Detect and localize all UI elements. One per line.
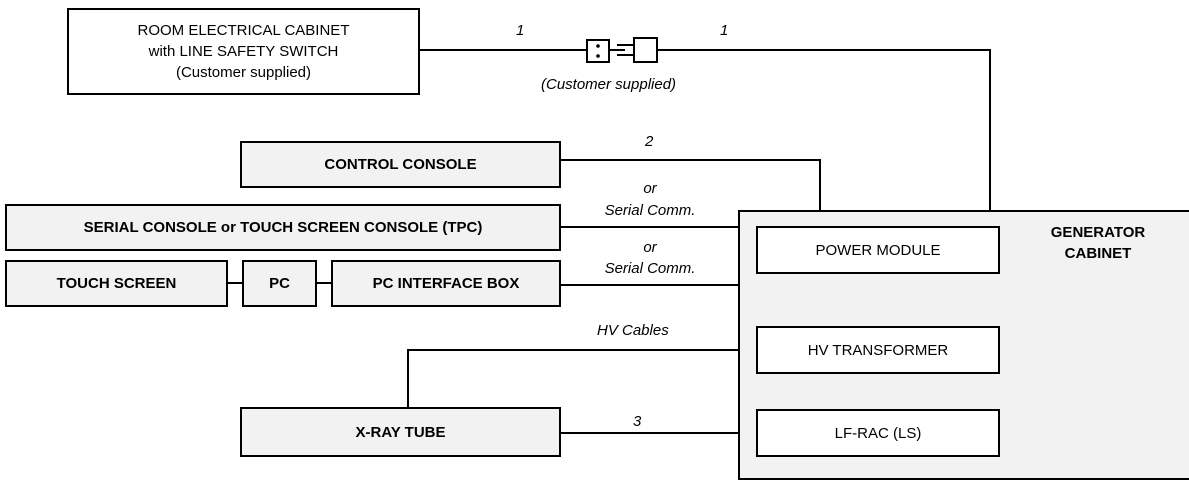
plug-icon — [633, 37, 658, 63]
power-module-box: POWER MODULE — [756, 226, 1000, 274]
serial-console-box: SERIAL CONSOLE or TOUCH SCREEN CONSOLE (… — [5, 204, 561, 251]
cable-1-right-label: 1 — [720, 22, 729, 39]
socket-icon — [586, 39, 610, 63]
hv-cables — [407, 349, 756, 407]
generator-cabinet-title: GENERATOR CABINET — [1050, 224, 1146, 262]
lf-rac-box: LF-RAC (LS) — [756, 409, 1000, 457]
touch-screen-box: TOUCH SCREEN — [5, 260, 228, 307]
hv-transformer-box: HV TRANSFORMER — [756, 326, 1000, 374]
control-console-cable — [561, 159, 821, 212]
connector-note: (Customer supplied) — [541, 76, 677, 93]
or-label-1: or — [643, 180, 657, 197]
xray-tube-box: X-RAY TUBE — [240, 407, 561, 457]
pc-box: PC — [242, 260, 317, 307]
or-label-2: or — [643, 239, 657, 256]
wiring-diagram — [228, 37, 991, 434]
cable-1-left-label: 1 — [516, 22, 525, 39]
power-line-right — [657, 49, 991, 212]
pc-interface-box: PC INTERFACE BOX — [331, 260, 561, 307]
cable-3-label: 3 — [633, 413, 642, 430]
control-console-box: CONTROL CONSOLE — [240, 141, 561, 188]
hv-cables-label: HV Cables — [597, 322, 669, 339]
serial-comm-label-1: Serial Comm. — [604, 202, 696, 219]
cable-2-label: 2 — [645, 133, 654, 150]
serial-comm-label-2: Serial Comm. — [604, 260, 696, 277]
room-electrical-cabinet: ROOM ELECTRICAL CABINET with LINE SAFETY… — [67, 8, 420, 95]
